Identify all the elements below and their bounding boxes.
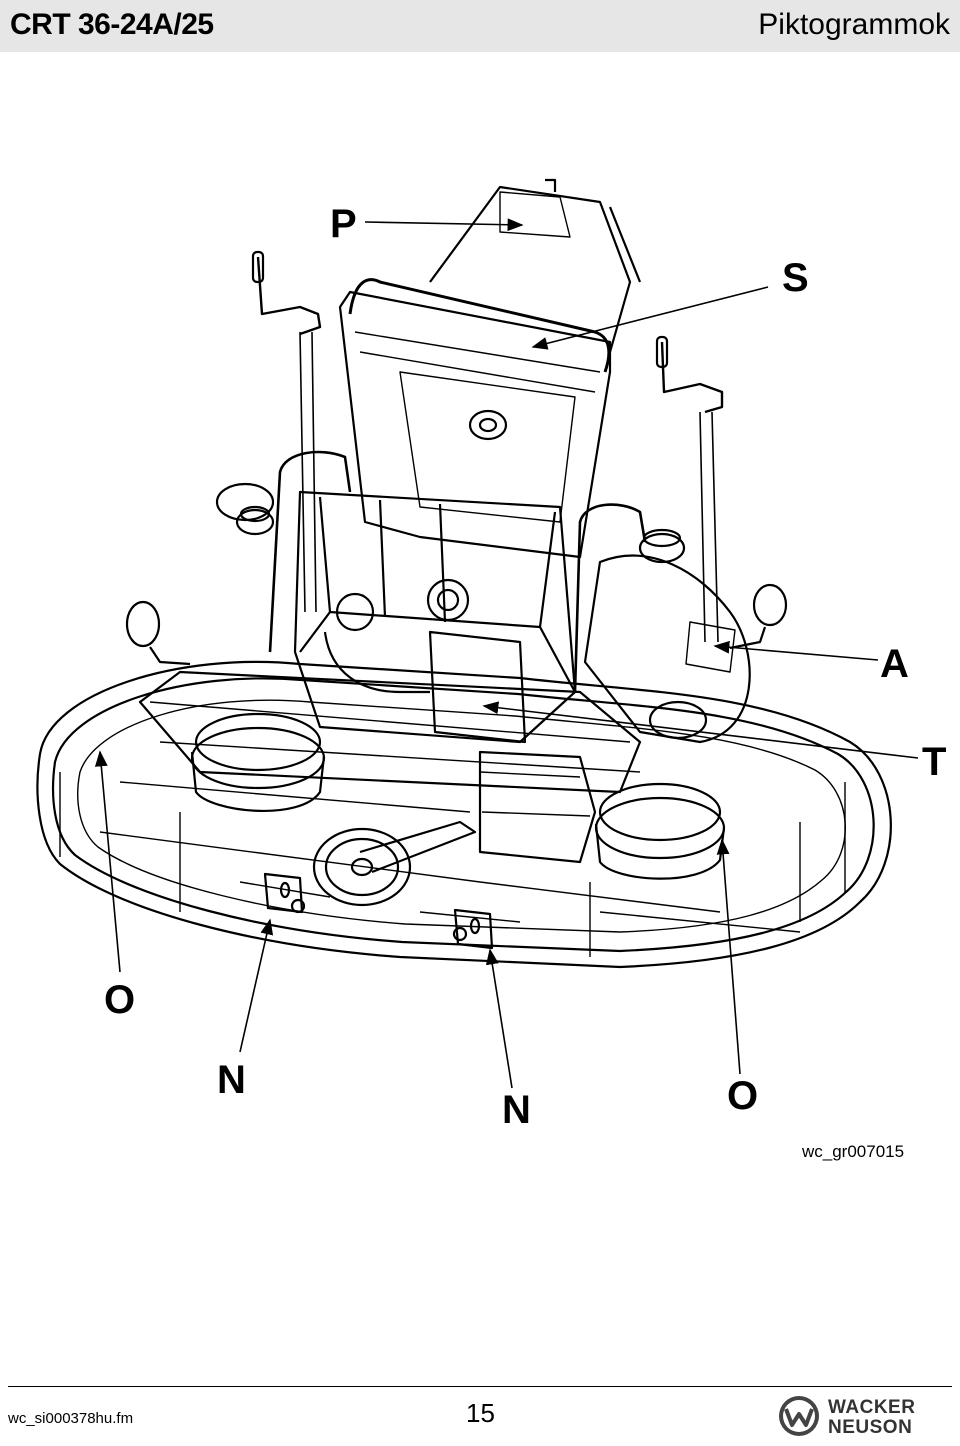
callout-n-left: N bbox=[217, 1058, 246, 1102]
callout-a: A bbox=[880, 642, 909, 686]
page-header: CRT 36-24A/25 Piktogrammok bbox=[0, 0, 960, 52]
footer-filename: wc_si000378hu.fm bbox=[8, 1410, 134, 1427]
figure-reference: wc_gr007015 bbox=[802, 1142, 905, 1161]
machine-illustration: P S A T O N N O bbox=[0, 52, 960, 1182]
wacker-neuson-logo-icon bbox=[779, 1396, 819, 1436]
model-title: CRT 36-24A/25 bbox=[10, 8, 214, 41]
callout-t: T bbox=[922, 740, 947, 784]
brand-name: WACKER NEUSON bbox=[828, 1398, 915, 1438]
brand-line-1: WACKER bbox=[828, 1397, 916, 1418]
brand-line-2: NEUSON bbox=[828, 1417, 913, 1438]
callout-o-right: O bbox=[727, 1074, 759, 1118]
trowel-machine-drawing bbox=[36, 178, 919, 1089]
callout-s: S bbox=[782, 256, 809, 300]
section-title: Piktogrammok bbox=[758, 8, 950, 41]
footer-divider bbox=[8, 1386, 952, 1387]
callout-o-left: O bbox=[104, 978, 136, 1022]
page-number: 15 bbox=[466, 1398, 495, 1428]
callout-p: P bbox=[330, 202, 357, 246]
callout-n-center: N bbox=[502, 1088, 531, 1132]
